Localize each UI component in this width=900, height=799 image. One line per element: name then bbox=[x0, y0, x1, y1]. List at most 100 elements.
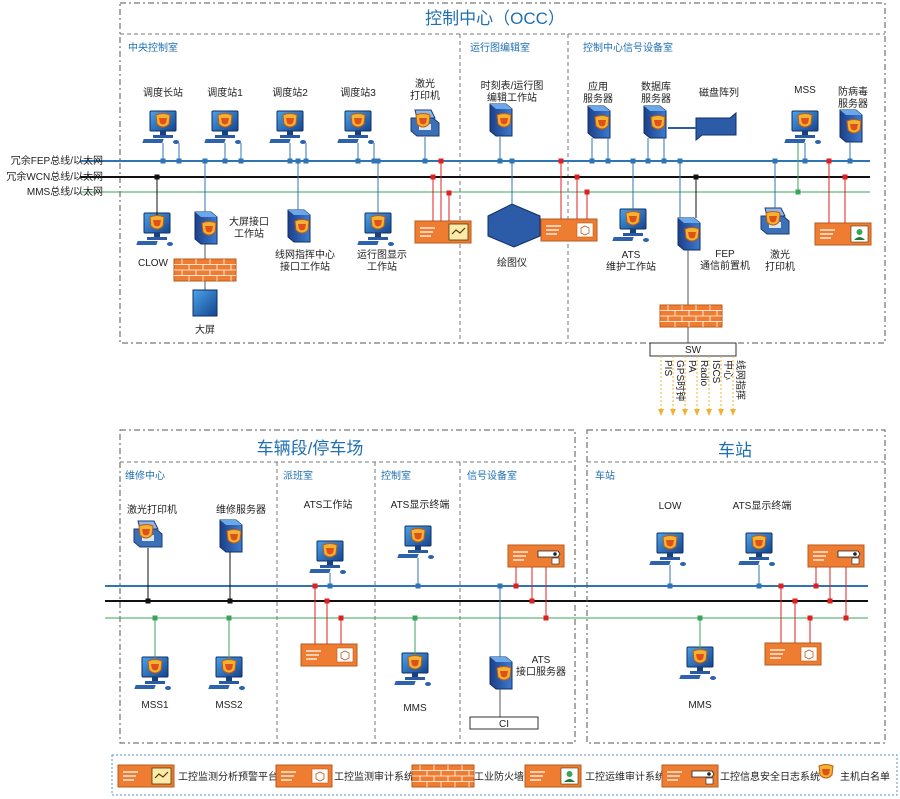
depot-ats-workstation-icon bbox=[309, 541, 346, 574]
legend-monitoring-platform-icon bbox=[117, 764, 175, 788]
junction-node bbox=[513, 583, 519, 589]
junction-node bbox=[160, 158, 166, 164]
timetable-editor-workstation-label: 时刻表/运行图 bbox=[481, 79, 544, 92]
central-control-room-label: 中央控制室 bbox=[128, 41, 178, 54]
arrow-head bbox=[670, 409, 676, 416]
dispatcher-workstation-2-label: 调度站2 bbox=[272, 86, 308, 99]
legend-frame bbox=[111, 754, 898, 796]
plotter-icon bbox=[487, 203, 541, 248]
timetable-editor-workstation-icon bbox=[490, 104, 512, 136]
line-network-interface-label: 线网指挥中心 bbox=[275, 248, 335, 261]
laser-printer-1-label: 打印机 bbox=[410, 89, 440, 102]
legend-log-system-icon bbox=[661, 764, 719, 788]
junction-node bbox=[422, 158, 428, 164]
junction-node bbox=[847, 158, 853, 164]
application-server-icon bbox=[588, 106, 610, 138]
junction-node bbox=[693, 174, 699, 180]
fep-firewall-icon bbox=[659, 304, 723, 328]
legend-monitoring-platform-label: 工控监测分析预警平台 bbox=[178, 770, 278, 783]
antivirus-server-label: 服务器 bbox=[838, 97, 868, 110]
legend-ops-audit-system-icon bbox=[524, 764, 582, 788]
junction-node bbox=[202, 158, 208, 164]
junction-node bbox=[807, 615, 813, 621]
mms-bus-label: MMS总线/以太网 bbox=[27, 185, 103, 198]
fep-server-label: FEP bbox=[715, 249, 735, 260]
junction-node bbox=[327, 583, 333, 589]
mss2-workstation-icon bbox=[208, 657, 245, 690]
chart-display-workstation-label: 工作站 bbox=[367, 260, 397, 273]
sw-output-label: PIS bbox=[662, 360, 673, 376]
junction-node bbox=[375, 158, 381, 164]
depot-log-system-icon bbox=[507, 544, 565, 568]
occ-title-bg bbox=[380, 6, 580, 30]
junction-node bbox=[529, 598, 535, 604]
big-screen-icon bbox=[192, 289, 218, 317]
ci-label: CI bbox=[499, 719, 509, 730]
clow-label: CLOW bbox=[138, 258, 169, 269]
junction-node bbox=[827, 598, 833, 604]
sw-output-label: 线网指挥 bbox=[734, 360, 747, 400]
junction-node bbox=[756, 583, 762, 589]
junction-node bbox=[497, 583, 503, 589]
occ-audit-system-icon bbox=[540, 218, 598, 242]
dispatcher-workstation-3-icon bbox=[337, 111, 374, 144]
legend-log-system-label: 工控信息安全日志系统 bbox=[720, 770, 820, 783]
junction-node bbox=[497, 158, 503, 164]
legend-whitelist-label: 主机白名单 bbox=[840, 770, 890, 783]
laser-printer-1-label: 激光 bbox=[415, 77, 435, 90]
timetable-editor-workstation-label: 编辑工作站 bbox=[487, 91, 537, 104]
arrow-head bbox=[730, 409, 736, 416]
application-server-label: 服务器 bbox=[583, 92, 613, 105]
depot-signal-room-label: 信号设备室 bbox=[467, 469, 517, 482]
dispatcher-workstation-1-label: 调度站1 bbox=[207, 86, 243, 99]
junction-node bbox=[792, 598, 798, 604]
junction-node bbox=[813, 583, 819, 589]
chart-display-workstation-icon bbox=[357, 213, 394, 246]
ats-interface-server-label: 接口服务器 bbox=[516, 665, 566, 678]
mss2-label: MSS2 bbox=[215, 700, 243, 711]
junction-node bbox=[430, 174, 436, 180]
junction-node bbox=[338, 615, 344, 621]
depot-laser-printer-label: 激光打印机 bbox=[127, 503, 177, 516]
occ-frame bbox=[119, 2, 886, 344]
junction-node bbox=[778, 583, 784, 589]
junction-node bbox=[645, 158, 651, 164]
junction-node bbox=[152, 615, 158, 621]
database-server-label: 服务器 bbox=[641, 92, 671, 105]
fep-server-label: 通信前置机 bbox=[700, 259, 750, 272]
mss-server-icon bbox=[784, 111, 821, 144]
sw-switch bbox=[649, 342, 737, 357]
junction-node bbox=[371, 158, 377, 164]
maintenance-server-icon bbox=[220, 520, 242, 552]
dispatcher-workstation-2-icon bbox=[269, 111, 306, 144]
junction-node bbox=[324, 598, 330, 604]
antivirus-server-icon bbox=[840, 110, 862, 142]
station-title: 车站 bbox=[718, 441, 752, 460]
schedule-edit-room-label: 运行图编辑室 bbox=[470, 41, 530, 54]
big-screen-firewall-icon bbox=[173, 258, 237, 282]
depot-mms-icon bbox=[394, 653, 431, 686]
occ-title: 控制中心（OCC） bbox=[425, 9, 565, 28]
laser-printer-2-label: 打印机 bbox=[765, 260, 795, 273]
junction-node bbox=[772, 158, 778, 164]
junction-node bbox=[843, 615, 849, 621]
disk-array-label: 磁盘阵列 bbox=[699, 86, 739, 99]
database-server-icon bbox=[644, 106, 666, 138]
maintenance-server-label: 维修服务器 bbox=[216, 503, 266, 516]
legend-industrial-firewall-icon bbox=[411, 764, 475, 788]
legend-ops-audit-system-label: 工控运维审计系统 bbox=[585, 770, 665, 783]
dispatch-room-label: 派班室 bbox=[283, 469, 313, 482]
disk-array-icon bbox=[695, 111, 737, 142]
line-network-interface-label: 接口工作站 bbox=[280, 260, 330, 273]
junction-node bbox=[303, 158, 309, 164]
big-screen-interface-label: 工作站 bbox=[234, 227, 264, 240]
junction-node bbox=[295, 158, 301, 164]
station-frame bbox=[586, 429, 886, 744]
junction-node bbox=[355, 158, 361, 164]
application-server-label: 应用 bbox=[588, 80, 608, 93]
junction-node bbox=[222, 158, 228, 164]
junction-node bbox=[667, 583, 673, 589]
wcn-bus-label: 冗余WCN总线/以太网 bbox=[6, 170, 103, 183]
depot-ats-workstation-label: ATS工作站 bbox=[304, 498, 353, 511]
fep-bus-label: 冗余FEP总线/以太网 bbox=[11, 154, 103, 167]
